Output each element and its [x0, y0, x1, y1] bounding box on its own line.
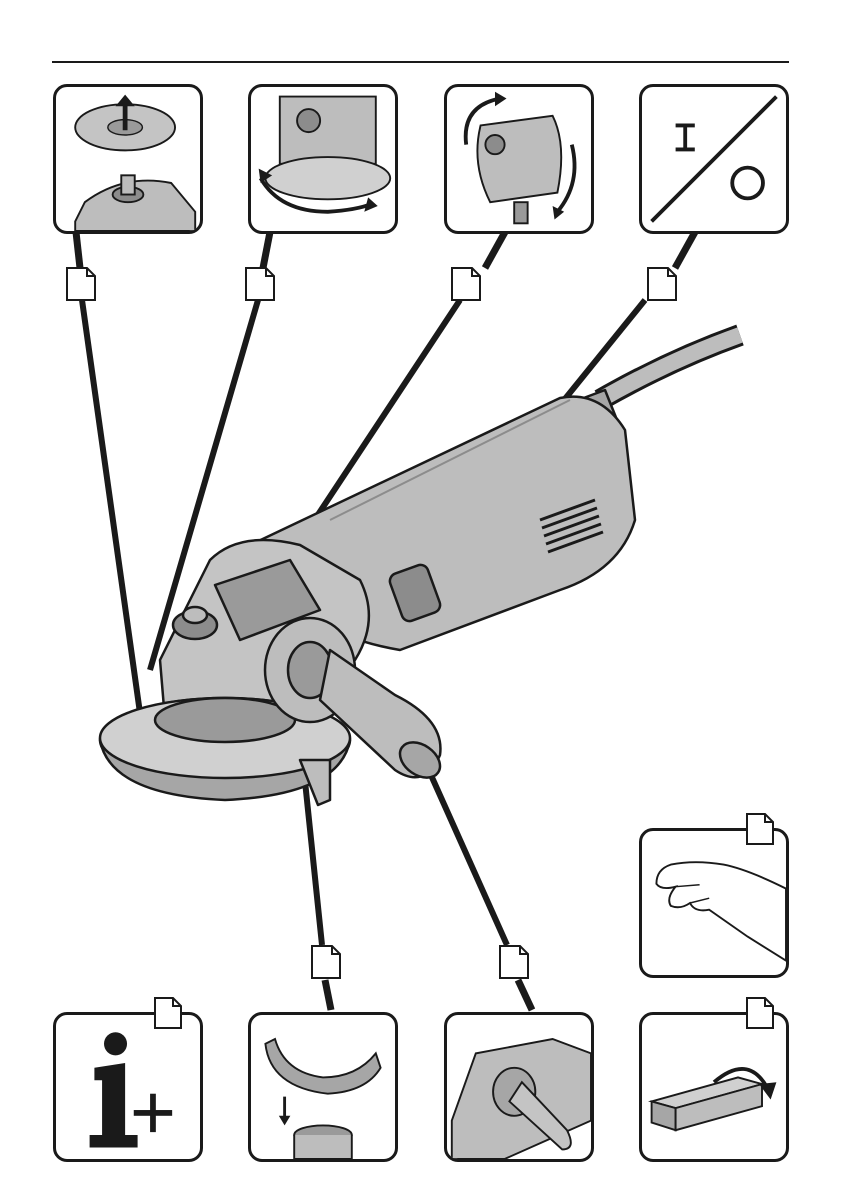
panel-hand-vibration [639, 828, 789, 978]
info-plus-icon [56, 1015, 200, 1159]
doc-icon-hand [745, 812, 775, 846]
angle-grinder-illustration [100, 335, 740, 805]
doc-icon-disc [67, 268, 95, 300]
panel-guard-mount [248, 1012, 398, 1162]
panel-head-rotate [444, 84, 594, 234]
panel-disc-mount [53, 84, 203, 234]
panel-package [639, 1012, 789, 1162]
hand-vibration-icon [642, 831, 786, 975]
panel-info-plus [53, 1012, 203, 1162]
gearhead-rotation-icon [447, 87, 591, 231]
on-off-switch-icon [642, 87, 786, 231]
panel-side-handle [444, 1012, 594, 1162]
doc-icon-guard [246, 268, 274, 300]
doc-icon-handle [500, 946, 528, 978]
disc-lift-icon [56, 87, 200, 231]
doc-icon-guard-mount [312, 946, 340, 978]
guard-mount-icon [251, 1015, 395, 1159]
panel-guard-rotate [248, 84, 398, 234]
panel-on-off [639, 84, 789, 234]
guard-rotation-icon [251, 87, 395, 231]
doc-icon-package [745, 996, 775, 1030]
doc-icon-head [452, 268, 480, 300]
doc-icon-switch [648, 268, 676, 300]
header-rule [52, 61, 789, 63]
doc-icon-info [153, 996, 183, 1030]
side-handle-icon [447, 1015, 591, 1159]
box-open-icon [642, 1015, 786, 1159]
